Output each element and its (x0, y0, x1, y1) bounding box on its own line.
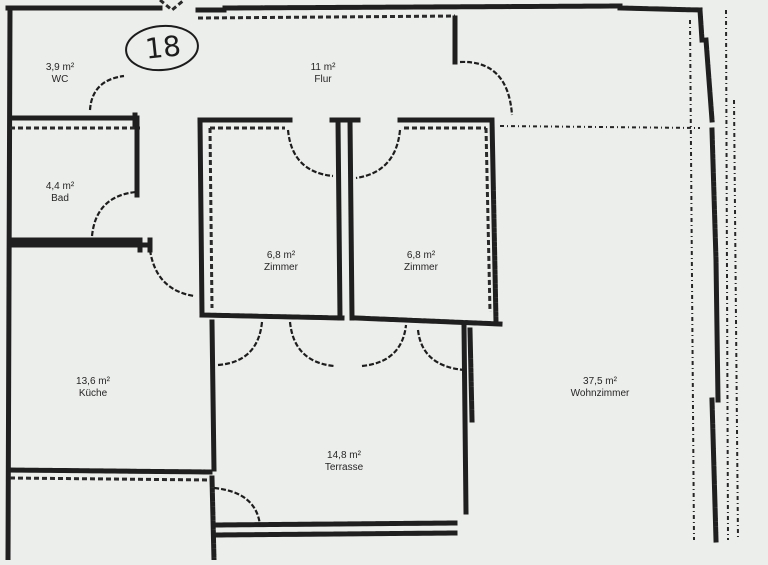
room-name: Bad (51, 193, 69, 204)
flur-door (459, 60, 514, 116)
zimmer1-walls (197, 117, 345, 321)
lower-left-wall (9, 476, 211, 482)
terrasse-wall-right (461, 322, 475, 515)
terrasse-door-1 (217, 321, 264, 367)
flur-top-wall (197, 14, 456, 20)
wohnzimmer-guide-line (499, 125, 701, 129)
zimmer2-walls (353, 117, 503, 327)
zimmer2-door (355, 129, 402, 180)
outer-wall-right-lines (689, 9, 739, 541)
room-name: Küche (78, 388, 108, 399)
unit-number-badge: 18 (123, 23, 201, 73)
terrasse-door-5 (213, 486, 262, 526)
zimmer-divider-wall (329, 117, 361, 321)
outer-wall-top (5, 3, 703, 13)
unit-number: 18 (143, 29, 183, 66)
room-name: Zimmer (404, 262, 438, 273)
room-area: 4,4 m² (45, 181, 75, 192)
wc-wall-bottom (7, 112, 138, 128)
room-area: 3,9 m² (45, 62, 75, 73)
room-label-wc: 3,9 m² WC (10, 62, 110, 86)
room-name: Wohnzimmer (570, 388, 630, 399)
zimmer1-door (286, 129, 334, 178)
room-name: WC (51, 74, 69, 85)
wc-door (88, 74, 125, 111)
room-area: 37,5 m² (583, 376, 617, 387)
room-label-bad: 4,4 m² Bad (10, 181, 110, 205)
unit-number-circle (125, 24, 199, 72)
terrasse-door-2 (288, 321, 335, 368)
terrasse-wall-left (209, 319, 217, 563)
room-area: 11 m² (310, 62, 336, 73)
room-label-flur: 11 m² Flur (273, 62, 373, 86)
room-label-wohnzimmer: 37,5 m² Wohnzimmer (550, 376, 650, 400)
room-label-terrasse: 14,8 m² Terrasse (294, 450, 394, 474)
terrasse-door-4 (416, 329, 465, 372)
terrasse-wall-bottom (212, 520, 458, 538)
room-label-kueche: 13,6 m² Küche (43, 376, 143, 400)
zimmer1-inner-lines (208, 126, 285, 309)
kueche-door (148, 249, 195, 298)
room-label-zimmer-1: 6,8 m² Zimmer (231, 250, 331, 274)
room-area: 14,8 m² (327, 450, 361, 461)
room-name: Flur (314, 74, 332, 85)
outer-wall-right (697, 7, 721, 543)
room-name: Zimmer (264, 262, 298, 273)
kueche-wall-bottom (7, 467, 213, 475)
blank-patch (184, 66, 364, 112)
room-label-zimmer-2: 6,8 m² Zimmer (371, 250, 471, 274)
terrasse-door-3 (361, 324, 408, 368)
entry-marker (159, 0, 185, 12)
zimmer2-inner-lines (404, 126, 492, 313)
bad-door (90, 190, 137, 237)
room-area: 6,8 m² (266, 250, 296, 261)
room-area: 6,8 m² (406, 250, 436, 261)
room-area: 13,6 m² (76, 376, 110, 387)
outer-wall-left (5, 5, 13, 563)
room-name: Terrasse (324, 462, 364, 473)
